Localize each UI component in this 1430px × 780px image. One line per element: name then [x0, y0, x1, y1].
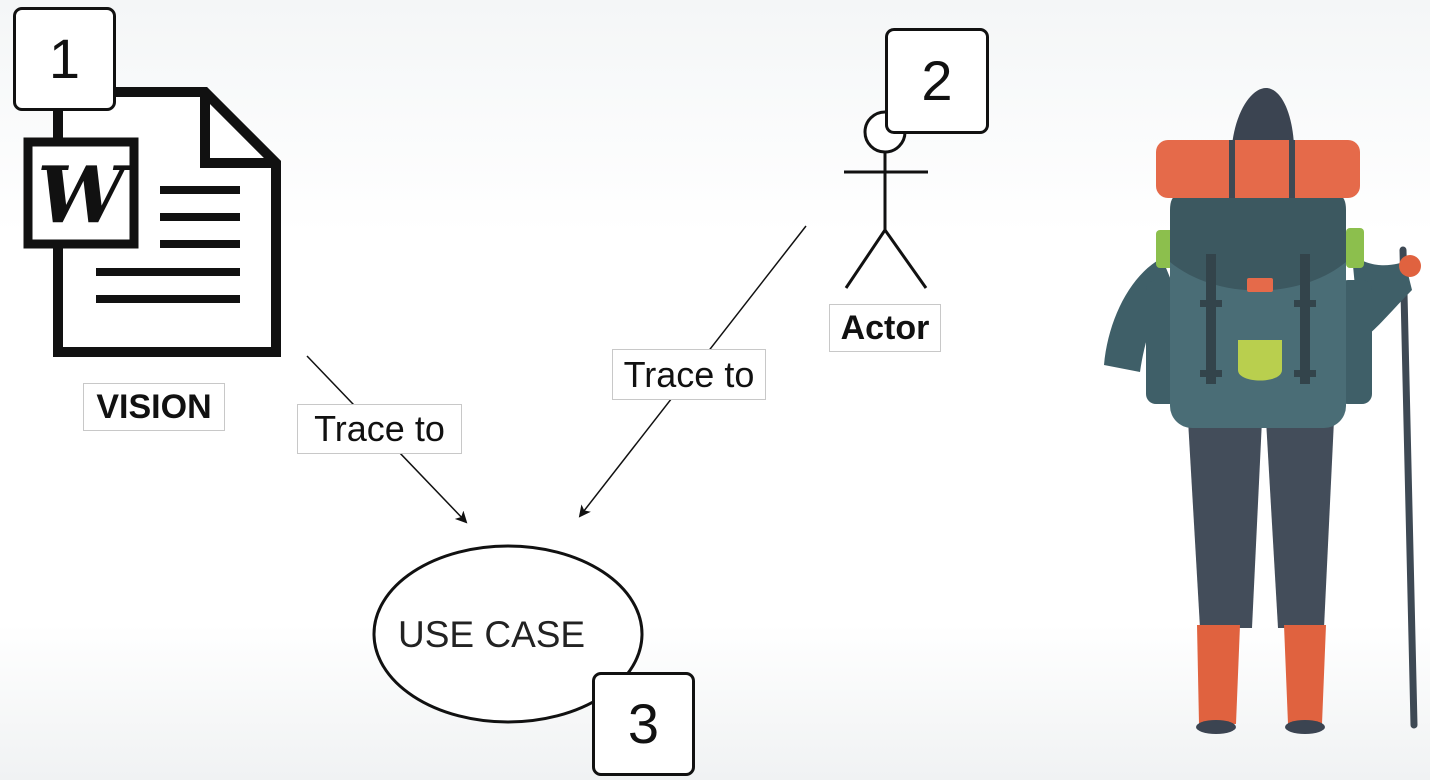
walking-stick — [1399, 246, 1418, 729]
step-number-3[interactable]: 3 — [592, 672, 695, 776]
word-w-glyph: W — [37, 150, 132, 241]
use-case-label: USE CASE — [398, 614, 586, 655]
hiker-left-sole — [1196, 720, 1236, 734]
backpack-bedroll — [1156, 140, 1360, 198]
actor-label[interactable]: Actor — [829, 304, 941, 352]
backpack-flap — [1170, 192, 1346, 291]
step-number-2[interactable]: 2 — [885, 28, 989, 134]
backpack-green-strap-left — [1156, 230, 1174, 268]
hiker-hand — [1399, 255, 1421, 277]
trace-label-actor[interactable]: Trace to — [612, 349, 766, 400]
step-number-1[interactable]: 1 — [13, 7, 116, 111]
use-case-ellipse[interactable] — [372, 544, 644, 724]
hiker-right-leg — [1266, 420, 1334, 628]
hiker-right-sole — [1285, 720, 1325, 734]
backpack-strap-left — [1206, 254, 1216, 384]
backpack-strap-right — [1300, 254, 1310, 384]
trace-label-vision[interactable]: Trace to — [297, 404, 462, 454]
vision-label[interactable]: VISION — [83, 383, 225, 431]
word-document-icon[interactable]: W — [23, 87, 281, 357]
backpack-green-strap-right — [1346, 228, 1364, 268]
hiker-left-leg — [1188, 420, 1262, 628]
hiker-left-boot — [1197, 625, 1240, 724]
backpack-side-pouch-right — [1338, 280, 1372, 404]
backpack-tag — [1247, 278, 1273, 292]
backpack-pocket — [1238, 340, 1282, 381]
hiker-hat — [1232, 88, 1294, 145]
hiker-right-boot — [1284, 625, 1326, 724]
